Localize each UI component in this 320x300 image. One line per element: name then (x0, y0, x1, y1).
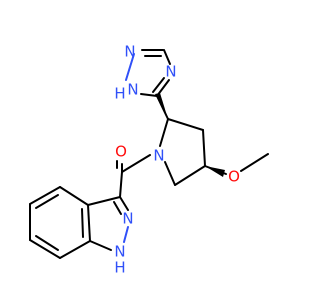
atom-triazole-n2: N (124, 43, 135, 61)
bond-triazole-n1-n2 (125, 53, 135, 81)
bond-indazole-n2-n1 (123, 226, 129, 243)
bond-benzene-c6-c7-double (35, 235, 59, 251)
bond-benzene-c4-c5 (29, 186, 61, 205)
atom-indazole-n2: N (122, 210, 133, 228)
bond-benzene-c4-c5-double (35, 194, 59, 209)
bond-pyrrolidine-n1-c2 (159, 118, 169, 147)
bond-indazole-n1-c7a (89, 240, 112, 251)
bond-pyrrolidine-c5-n1 (164, 161, 176, 186)
bond-indazole-c3-n2-double (113, 201, 122, 215)
bond-benzene-c7-c7a (59, 240, 91, 259)
bond-benzene-c6-c7 (29, 239, 61, 259)
bond-pyrrolidine-c2-c3 (167, 118, 204, 131)
wedge-bond-c2-triazole (155, 93, 168, 119)
bond-benzene-c3a-c4 (59, 186, 89, 206)
bond-pyrrolidine-c4-c5 (174, 165, 206, 186)
bond-triazole-c3-n4 (163, 49, 171, 65)
bond-layer (29, 49, 269, 259)
bond-indazole-c3a-c3 (87, 196, 121, 206)
atom-triazole-n1-h: H (114, 85, 125, 103)
bond-indazole-c3-n2 (119, 196, 129, 211)
bond-carbonyl-to-indazole (119, 171, 123, 198)
molecule-canvas: N N N H N O O N N H (29, 42, 269, 277)
bond-triazole-c5-n1 (140, 93, 158, 97)
atom-methoxy-o: O (228, 168, 240, 186)
atom-indazole-n1-h: H (114, 259, 125, 277)
bond-triazole-n4-c5-double (152, 77, 165, 93)
atom-triazole-n1: N (127, 81, 138, 99)
bond-methoxy-o-ch3 (240, 153, 269, 172)
atom-triazole-n3: N (165, 63, 176, 81)
wedge-bond-c4-methoxy (205, 166, 225, 177)
bond-indazole-c7a-c3a (87, 204, 91, 242)
molecule-structure: N N N H N O O N N H (29, 43, 269, 277)
bond-pyrrolidine-c3-c4 (202, 129, 206, 167)
bond-n-carbonyl-c (121, 154, 151, 173)
atom-pyrrolidine-n: N (153, 147, 164, 165)
atom-carbonyl-o: O (115, 143, 127, 161)
atom-indazole-n1: N (114, 243, 125, 261)
bond-benzene-c7a-c3a-double (81, 208, 84, 238)
